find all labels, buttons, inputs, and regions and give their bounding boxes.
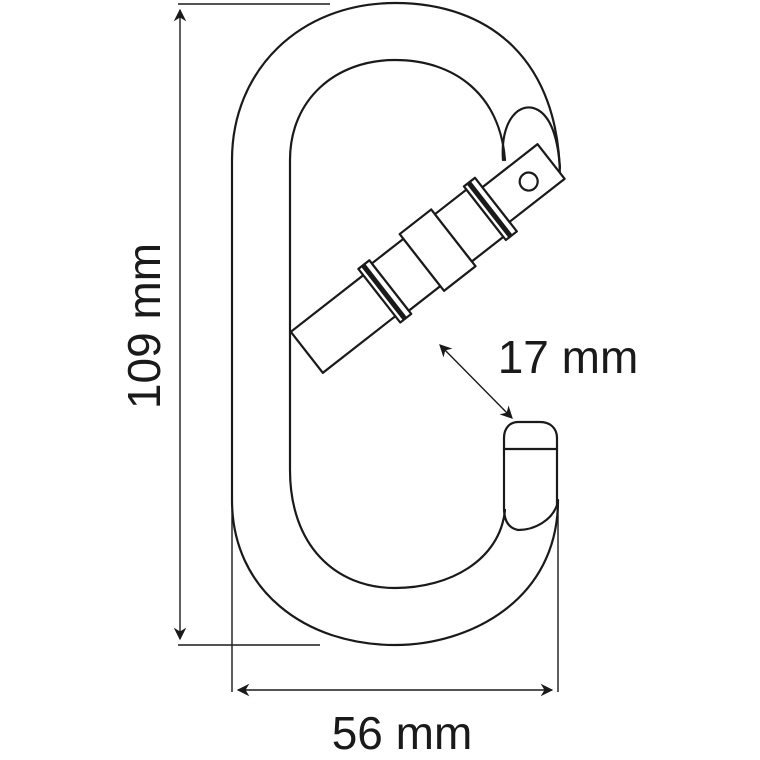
- frame-inner: [288, 58, 507, 590]
- height-dimension-label: 109 mm: [118, 242, 170, 410]
- frame-outer: [230, 1, 562, 647]
- gate-opening-dimension-label: 17 mm: [497, 331, 639, 383]
- gate-assembly: [289, 143, 566, 374]
- nose: [502, 420, 559, 532]
- gate-hinge-lug: [501, 106, 562, 170]
- gate-opening-dimension-line: [439, 344, 513, 419]
- width-dimension-label: 56 mm: [331, 707, 473, 759]
